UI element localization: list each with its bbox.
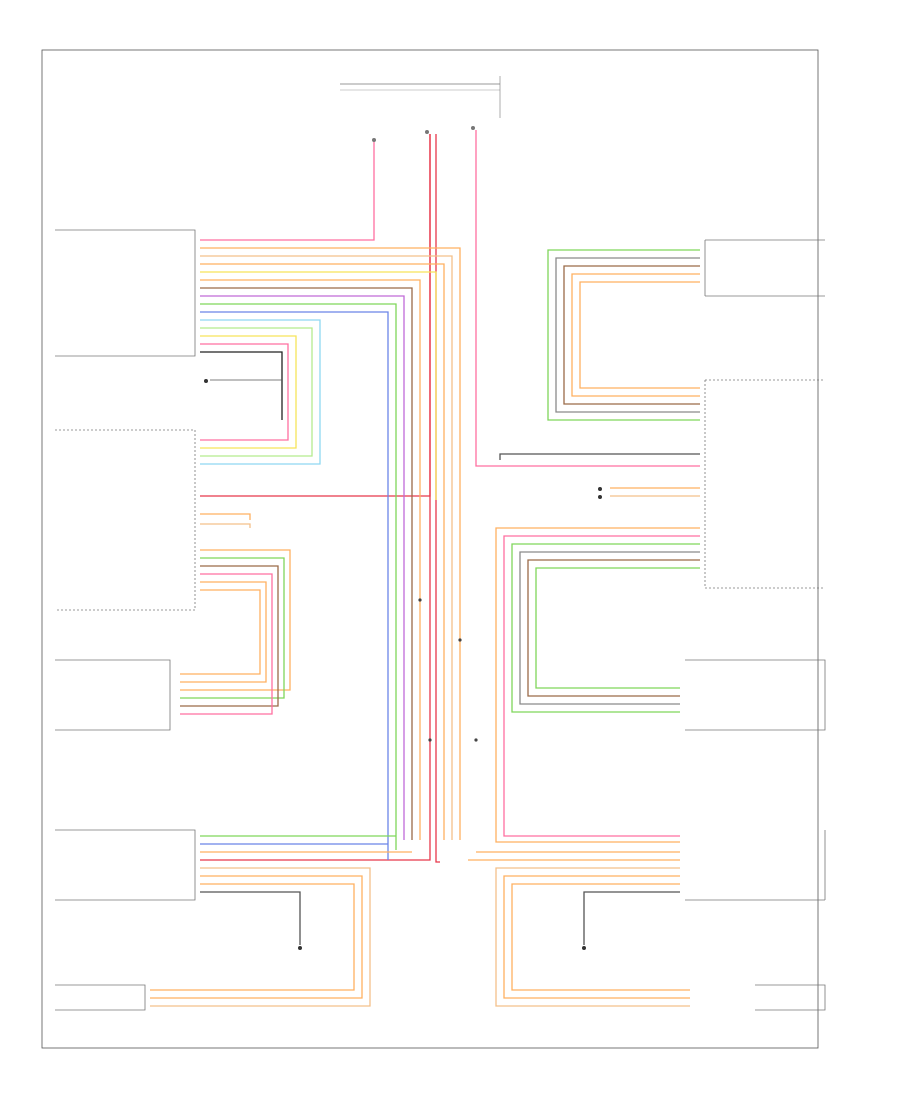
fuse-a-terminal [372, 138, 376, 142]
left-rear-heated-seat [755, 984, 826, 1011]
passenger-door-module [495, 379, 825, 843]
driver-door-module [55, 429, 291, 715]
ground-3 [298, 946, 302, 950]
driver-heated-seat-switch [55, 229, 461, 860]
ground-4 [582, 946, 586, 950]
driver-heated-seat [55, 659, 171, 731]
fuse-b-terminal [425, 130, 429, 134]
left-rear-heated-seat-switch [468, 830, 826, 1007]
passenger-heated-seat-switch [547, 239, 825, 421]
ground-2 [598, 487, 602, 499]
fuse-block [340, 76, 501, 142]
fuse-c-terminal [471, 126, 475, 130]
passenger-heated-seat [685, 659, 826, 731]
splice-points [418, 598, 478, 742]
right-rear-heated-seat-switch [55, 829, 412, 1007]
ground-1 [204, 379, 282, 383]
diagram-border [41, 49, 819, 1049]
right-rear-heated-seat [55, 984, 146, 1011]
